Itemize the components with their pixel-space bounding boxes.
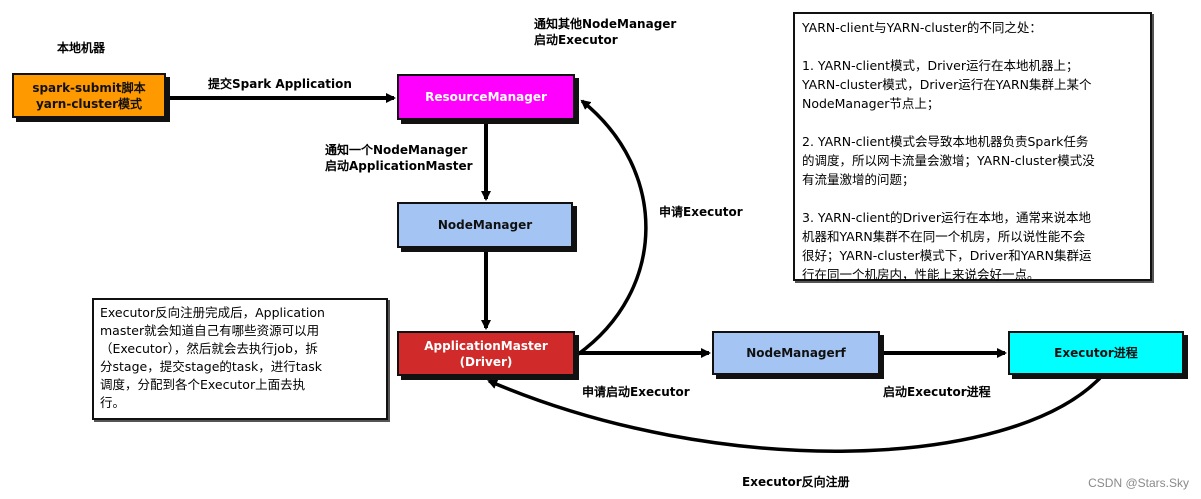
note-line: NodeManager节点上； [802,96,940,111]
executor-process-node: Executor进程 [1008,331,1184,375]
note-line: 2. YARN-client模式会导致本地机器负责Spark任务 [802,134,1089,149]
edge-label-notify-one: 通知一个NodeManager 启动ApplicationMaster [325,142,473,174]
note-line: master就会知道自己有哪些资源可以用 [100,323,320,338]
executor-register-note: Executor反向注册完成后，Application master就会知道自己… [92,298,388,420]
executor-process-label: Executor进程 [1054,346,1138,360]
spark-submit-line-2: yarn-cluster模式 [35,96,143,111]
note-line: 1. YARN-client模式，Driver运行在本地机器上； [802,58,1079,73]
resource-manager-node: ResourceManager [397,74,575,120]
spark-submit-line-1: spark-submit脚本 [32,80,146,95]
node-manager-label: NodeManager [437,218,533,232]
arrow-am-to-rm [575,99,648,357]
note-line: 3. YARN-client的Driver运行在本地，通常来说本地 [802,210,1091,225]
notify-others-line-2: 启动Executor [534,33,618,47]
edge-label-executor-reverse-register: Executor反向注册 [742,475,850,489]
note-line: YARN-client与YARN-cluster的不同之处： [802,20,1042,35]
note-line: 行。 [100,395,126,410]
note-line: 的调度，所以网卡流量会激增；YARN-cluster模式没 [802,153,1095,168]
arrow-executor-to-am [487,376,1102,453]
note-line: 有流量激增的问题； [802,172,915,187]
edge-label-submit-app: 提交Spark Application [208,77,352,91]
node-manager-f-label: NodeManagerf [746,346,846,360]
resource-manager-label: ResourceManager [425,90,547,104]
note-line: 分stage，提交stage的task，进行task [100,359,323,374]
application-master-line-2: (Driver) [459,354,513,369]
differences-note: YARN-client与YARN-cluster的不同之处： 1. YARN-c… [793,12,1152,282]
application-master-line-1: ApplicationMaster [424,338,548,353]
note-blank-line [802,189,1143,208]
notify-one-line-1: 通知一个NodeManager [325,143,468,157]
local-machine-label: 本地机器 [57,41,106,55]
note-line: 调度，分配到各个Executor上面去执 [100,377,306,392]
watermark: CSDN @Stars.Sky [1088,476,1189,490]
spark-submit-node: spark-submit脚本 yarn-cluster模式 [12,73,166,118]
edge-label-notify-others: 通知其他NodeManager 启动Executor [534,16,676,48]
notify-others-line-1: 通知其他NodeManager [534,17,677,31]
edge-label-start-executor-process: 启动Executor进程 [883,385,991,399]
note-line: 行在同一个机房内，性能上来说会好一点。 [802,267,1040,282]
note-line: Executor反向注册完成后，Application [100,305,325,320]
note-line: 很好；YARN-cluster模式下，Driver和YARN集群运 [802,248,1092,263]
notify-one-line-2: 启动ApplicationMaster [325,159,473,173]
node-manager-f-node: NodeManagerf [712,331,880,375]
note-line: YARN-cluster模式，Driver运行在YARN集群上某个 [802,77,1092,92]
node-manager-node: NodeManager [397,202,573,248]
edge-label-request-executor: 申请Executor [659,205,743,219]
application-master-node: ApplicationMaster (Driver) [397,331,575,376]
note-line: （Executor），然后就会去执行job，拆 [100,341,318,356]
note-line: 机器和YARN集群不在同一个机房，所以说性能不会 [802,229,1086,244]
note-blank-line [802,113,1143,132]
note-blank-line [802,37,1143,56]
edge-label-request-start-executor: 申请启动Executor [582,385,690,399]
